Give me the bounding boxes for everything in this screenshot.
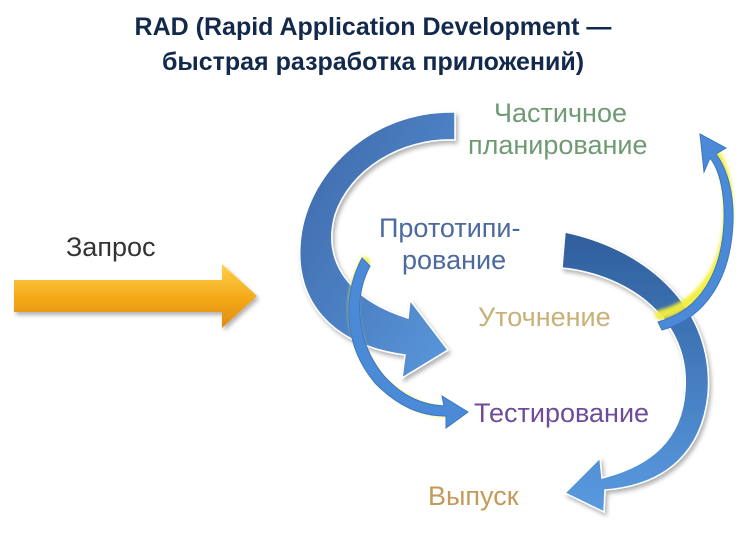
prototyping-to-release-arrow — [561, 231, 710, 514]
label-testing: Тестирование — [474, 398, 650, 428]
diagram-title: RAD (Rapid Application Development — быс… — [0, 10, 746, 80]
planning-to-refinement-arrow — [298, 111, 456, 380]
title-line-2: быстрая разработка приложений) — [161, 48, 585, 76]
label-refinement: Уточнение — [478, 302, 611, 332]
request-arrow — [14, 264, 257, 328]
title-line-1: RAD (Rapid Application Development — — [134, 13, 612, 41]
label-partial-planning-line2: планирование — [468, 130, 648, 160]
label-prototyping-line1: Прототипи- — [379, 213, 521, 243]
refinement-to-planning-arrow — [657, 133, 734, 331]
label-partial-planning-line1: Частичное — [494, 98, 627, 128]
label-request: Запрос — [66, 232, 156, 262]
label-release: Выпуск — [428, 481, 519, 511]
label-prototyping-line2: рование — [402, 245, 507, 275]
prototyping-to-testing-arrow — [348, 257, 469, 429]
